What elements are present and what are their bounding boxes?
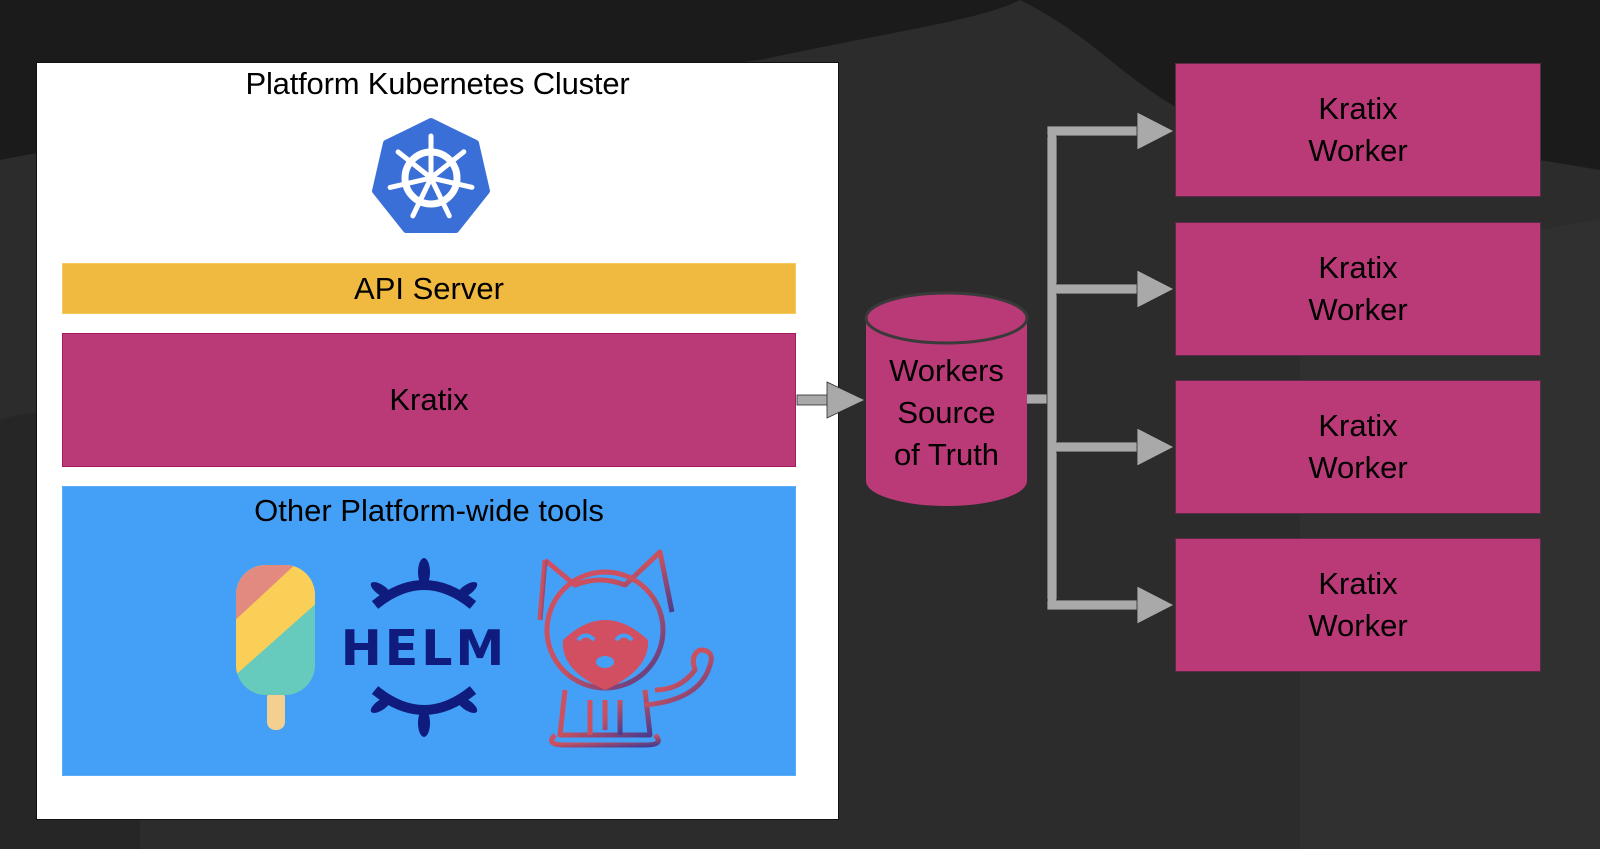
- worker-label-line-1: Kratix: [1318, 408, 1398, 443]
- source-of-truth-line-2: Source: [897, 395, 996, 430]
- api-server-box: API Server: [62, 263, 796, 314]
- kratix-label: Kratix: [389, 382, 469, 417]
- worker-label-line-2: Worker: [1308, 292, 1408, 327]
- kratix-worker-box: Kratix Worker: [1175, 63, 1541, 197]
- worker-label-line-1: Kratix: [1318, 566, 1398, 601]
- worker-label-line-2: Worker: [1308, 608, 1408, 643]
- cluster-title: Platform Kubernetes Cluster: [245, 66, 630, 101]
- worker-label-line-2: Worker: [1308, 450, 1408, 485]
- kratix-worker-box: Kratix Worker: [1175, 380, 1541, 514]
- source-of-truth-line-1: Workers: [889, 353, 1004, 388]
- kratix-box: Kratix: [62, 333, 796, 467]
- source-of-truth-line-3: of Truth: [893, 437, 1000, 472]
- api-server-label: API Server: [354, 270, 504, 306]
- kratix-worker-box: Kratix Worker: [1175, 538, 1541, 672]
- platform-tools-box: Other Platform-wide tools: [62, 486, 796, 776]
- worker-label-line-2: Worker: [1308, 133, 1408, 168]
- worker-label-line-1: Kratix: [1318, 250, 1398, 285]
- worker-label-line-1: Kratix: [1318, 91, 1398, 126]
- kratix-worker-box: Kratix Worker: [1175, 222, 1541, 356]
- tools-title: Other Platform-wide tools: [254, 493, 604, 528]
- source-of-truth-label: Workers Source of Truth: [866, 350, 1027, 476]
